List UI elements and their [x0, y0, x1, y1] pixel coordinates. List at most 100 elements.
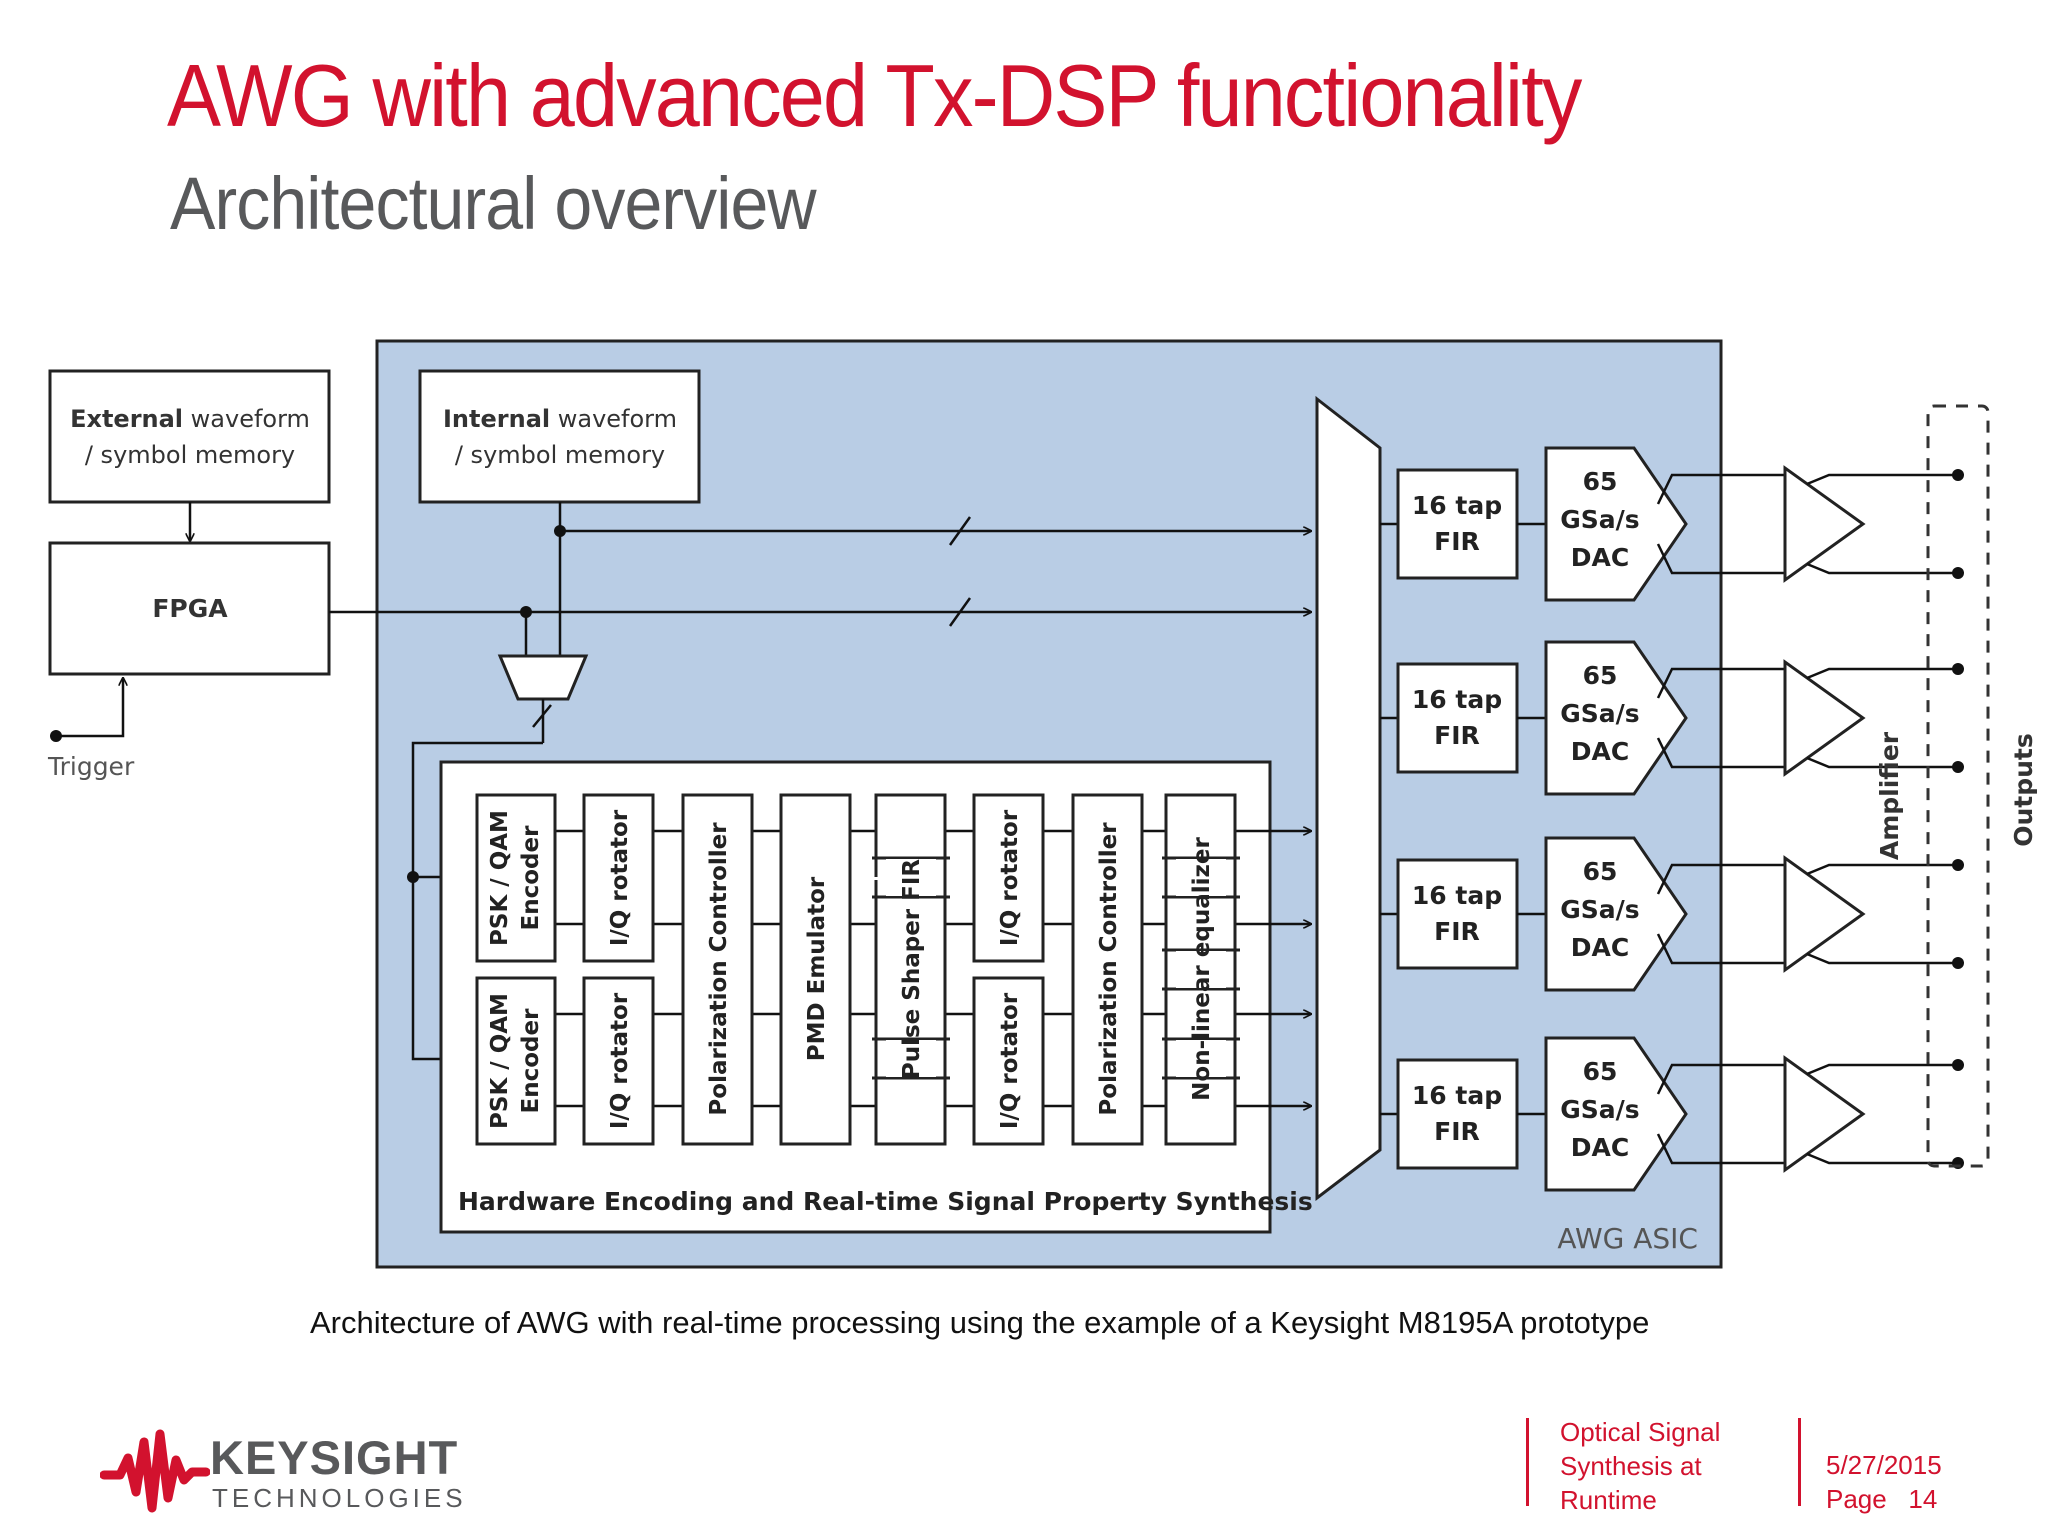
output-terminal [1952, 859, 1964, 871]
fir-label: 16 tap [1412, 1081, 1502, 1110]
fpga-label: FPGA [152, 594, 228, 623]
fir-label: 16 tap [1412, 685, 1502, 714]
internal-memory-bold: Internal [443, 405, 550, 433]
amplifier-triangle-4 [1783, 1055, 1866, 1173]
svg-text:Internal waveform: Internal waveform [443, 405, 677, 433]
footer-presentation-title: Optical Signal Synthesis at Runtime [1560, 1415, 1720, 1517]
iq-rotator-label-4: I/Q rotator [997, 992, 1023, 1129]
amplifier-triangle-3 [1783, 855, 1866, 973]
dac-label: 65 [1583, 467, 1618, 496]
footer-title-line: Optical Signal [1560, 1417, 1721, 1447]
fir-label: 16 tap [1412, 881, 1502, 910]
amplifier-label: Amplifier [1875, 731, 1904, 860]
amplifier-triangle-1 [1783, 465, 1866, 583]
output-terminal [1952, 761, 1964, 773]
dac-label: GSa/s [1560, 895, 1639, 924]
outputs-dashed-box [1926, 404, 1990, 1168]
slide-title: AWG with advanced Tx-DSP functionality [167, 46, 1582, 145]
iq-rotator-label-2: I/Q rotator [607, 992, 633, 1129]
pulse-shaper-fir: Pulse Shaper FIR [872, 793, 950, 1146]
pmd-emulator: PMD Emulator [779, 793, 852, 1146]
footer-page: Page 14 [1826, 1482, 1937, 1516]
output-terminal [1952, 957, 1964, 969]
external-memory-rest: waveform [183, 405, 310, 433]
fir-label: FIR [1434, 1117, 1480, 1146]
footer-divider-2 [1798, 1418, 1801, 1506]
fir-label: 16 tap [1412, 491, 1502, 520]
output-terminal [1952, 1059, 1964, 1071]
hardware-encoding-label: Hardware Encoding and Real-time Signal P… [458, 1187, 1313, 1216]
iq-rotator-3: I/Q rotator [972, 793, 1045, 963]
footer-date: 5/27/2015 [1826, 1450, 1942, 1480]
dac-label: DAC [1571, 737, 1629, 766]
pmd-emulator-label: PMD Emulator [804, 876, 830, 1061]
input-selector-mux [497, 654, 589, 701]
fir-label: FIR [1434, 721, 1480, 750]
psk-qam-encoder-1: PSK / QAM Encoder [475, 793, 557, 963]
slide-subtitle: Architectural overview [170, 162, 817, 245]
external-memory-bold: External [70, 405, 183, 433]
output-mux [1315, 395, 1382, 1202]
dac-label: 65 [1583, 857, 1618, 886]
footer-divider-1 [1526, 1418, 1529, 1506]
dac-label: DAC [1571, 1133, 1629, 1162]
logo-subtitle: TECHNOLOGIES [212, 1483, 467, 1513]
fpga-box: FPGA [48, 541, 331, 676]
external-memory-line2: / symbol memory [85, 441, 295, 469]
encoder-label-1: Encoder [518, 825, 544, 931]
output-terminal [1952, 469, 1964, 481]
polarization-controller-1: Polarization Controller [681, 793, 754, 1146]
figure-caption: Architecture of AWG with real-time proce… [310, 1305, 1650, 1340]
svg-text:External waveform: External waveform [70, 405, 310, 433]
awg-asic-label: AWG ASIC [1557, 1222, 1698, 1255]
dac-label: 65 [1583, 661, 1618, 690]
internal-memory-rest: waveform [550, 405, 677, 433]
output-terminal [1952, 663, 1964, 675]
dac-label: DAC [1571, 933, 1629, 962]
footer-title-line: Synthesis at [1560, 1451, 1702, 1481]
dac-label: 65 [1583, 1057, 1618, 1086]
footer-title-line: Runtime [1560, 1485, 1657, 1515]
amplifier-triangle-2 [1783, 659, 1866, 777]
dac-label: GSa/s [1560, 1095, 1639, 1124]
outputs-label: Outputs [2009, 733, 2038, 847]
keysight-wave-icon [100, 1429, 210, 1513]
output-terminal [1952, 567, 1964, 579]
iq-rotator-2: I/Q rotator [582, 976, 655, 1146]
trigger-label: Trigger [47, 752, 135, 781]
psk-qam-label-1: PSK / QAM [487, 810, 513, 946]
footer-page-number: 14 [1908, 1484, 1938, 1514]
footer-page-label: Page [1826, 1484, 1887, 1514]
dac-label: GSa/s [1560, 699, 1639, 728]
pulse-shaper-fir-label: Pulse Shaper FIR [899, 859, 925, 1080]
iq-rotator-label-3: I/Q rotator [997, 809, 1023, 946]
fir-label: FIR [1434, 527, 1480, 556]
hardware-encoding-box [439, 760, 1272, 1234]
psk-qam-encoder-2: PSK / QAM Encoder [475, 976, 557, 1146]
nonlinear-equalizer-label: Non-linear equalizer [1189, 837, 1215, 1101]
logo-wordmark: KEYSIGHT [210, 1431, 459, 1484]
keysight-logo: KEYSIGHT TECHNOLOGIES [100, 1420, 463, 1520]
iq-rotator-label-1: I/Q rotator [607, 809, 633, 946]
dac-label: GSa/s [1560, 505, 1639, 534]
nonlinear-equalizer: Non-linear equalizer [1162, 793, 1240, 1146]
internal-memory-line2: / symbol memory [455, 441, 665, 469]
iq-rotator-1: I/Q rotator [582, 793, 655, 963]
encoder-label-2: Encoder [518, 1008, 544, 1114]
external-memory-box: External waveform / symbol memory [48, 369, 331, 504]
iq-rotator-4: I/Q rotator [972, 976, 1045, 1146]
polarization-controller-label-1: Polarization Controller [706, 822, 732, 1116]
